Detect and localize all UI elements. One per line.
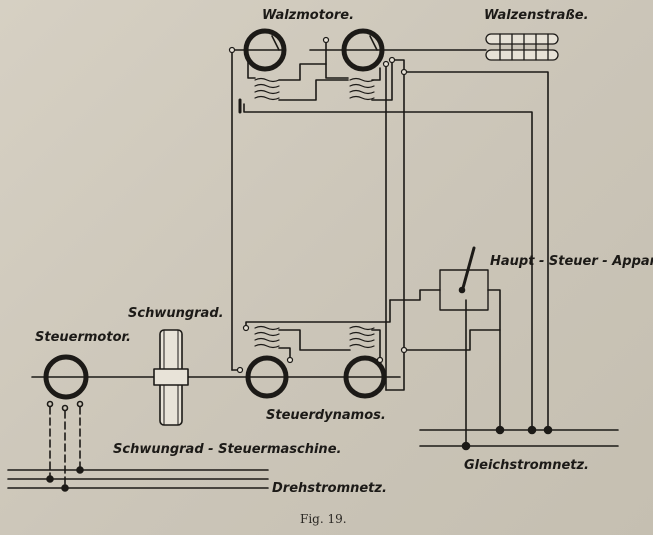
gleichstromnetz-lines bbox=[419, 299, 619, 451]
label-walzenstrasse: Walzenstraße. bbox=[484, 8, 589, 23]
label-schwungrad-steuermaschine: Schwungrad - Steuermaschine. bbox=[113, 442, 342, 457]
walzmotor-left bbox=[231, 28, 287, 72]
steuermotor bbox=[43, 354, 89, 412]
label-haupt-steuer-apparat: Haupt - Steuer - Apparat. bbox=[490, 254, 653, 269]
walzenstrasse-rolls bbox=[485, 33, 559, 61]
label-drehstromnetz: Drehstromnetz. bbox=[272, 481, 387, 496]
terminals bbox=[228, 36, 408, 374]
steuermotor-leads bbox=[49, 406, 81, 489]
haupt-steuer-apparat bbox=[389, 246, 501, 351]
figure-caption: Fig. 19. bbox=[300, 512, 347, 526]
drehstromnetz-lines bbox=[7, 466, 269, 492]
walzmotor-wiring bbox=[231, 39, 549, 431]
label-walzmotore: Walzmotore. bbox=[262, 8, 355, 23]
walzmotor-right bbox=[309, 28, 487, 72]
walzmotor-field-coils bbox=[254, 77, 375, 101]
schwungrad bbox=[153, 329, 189, 426]
steuerdynamo-field-coils bbox=[254, 325, 375, 349]
label-steuerdynamos: Steuerdynamos. bbox=[266, 408, 386, 423]
label-steuermotor: Steuermotor. bbox=[35, 330, 131, 345]
label-gleichstromnetz: Gleichstromnetz. bbox=[464, 458, 589, 473]
label-schwungrad: Schwungrad. bbox=[128, 306, 224, 321]
